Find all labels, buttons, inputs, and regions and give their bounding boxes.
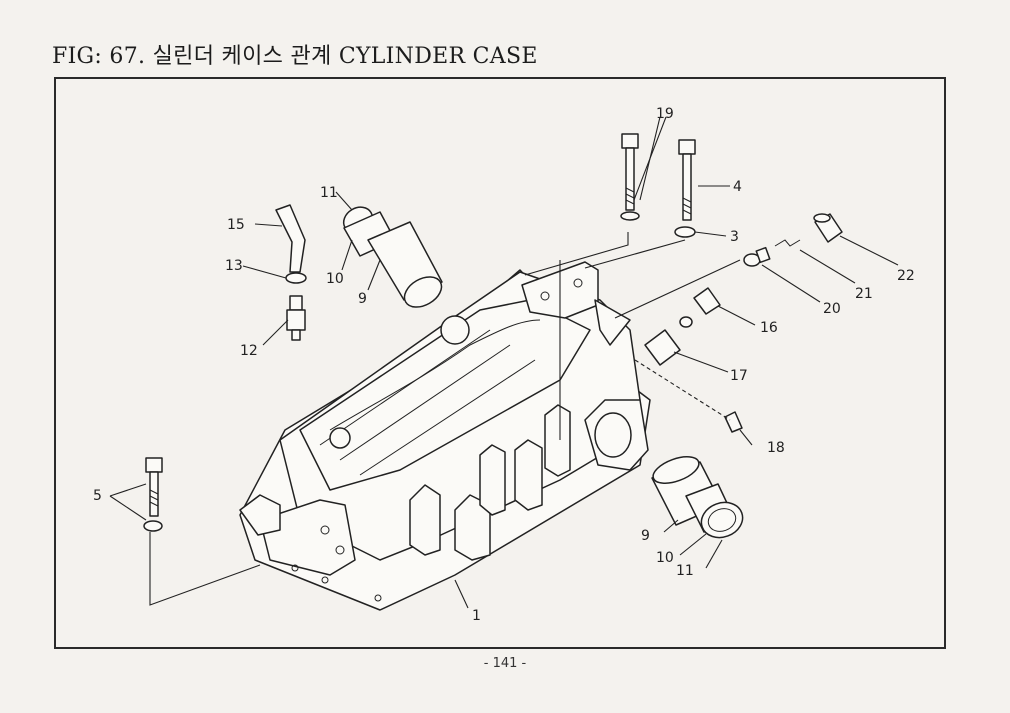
- plug-part-16: [693, 287, 721, 315]
- ring-part-11-lower: [700, 501, 744, 539]
- nut-part-18: [724, 411, 743, 433]
- label-part-16: 16: [760, 320, 778, 336]
- label-part-17: 17: [730, 368, 748, 384]
- label-part-13: 13: [225, 258, 243, 274]
- spring-part-21: [774, 239, 801, 247]
- oring-part-17-ring: [679, 316, 693, 328]
- diagram-frame: [54, 77, 946, 649]
- plug-part-20: [743, 246, 771, 267]
- label-part-9-upper: 9: [358, 291, 367, 307]
- label-part-19: 19: [656, 106, 674, 122]
- nipple-part-12: [286, 295, 306, 341]
- label-part-5: 5: [93, 488, 102, 504]
- label-part-11-lower: 11: [676, 563, 694, 579]
- tube-part-9-upper: [367, 221, 443, 308]
- cylinder-case-body: [239, 261, 651, 611]
- cap-part-22: [813, 213, 843, 243]
- label-part-10-lower: 10: [656, 550, 674, 566]
- label-part-22: 22: [897, 268, 915, 284]
- label-part-4: 4: [733, 179, 742, 195]
- bolt-part-19: [620, 133, 640, 221]
- figure-title: FIG: 67. 실린더 케이스 관계 CYLINDER CASE: [52, 44, 538, 69]
- bolt-part-4: [678, 139, 696, 221]
- label-part-1: 1: [472, 608, 481, 624]
- leader-lines: [109, 116, 899, 609]
- label-part-10-upper: 10: [326, 271, 344, 287]
- washer-part-3: [674, 226, 696, 238]
- fitting-part-17: [644, 329, 681, 366]
- bolt-part-5: [143, 457, 163, 532]
- label-part-20: 20: [823, 301, 841, 317]
- label-part-21: 21: [855, 286, 873, 302]
- page-number: - 141 -: [483, 656, 527, 671]
- label-part-3: 3: [730, 229, 739, 245]
- label-part-11-upper: 11: [320, 185, 338, 201]
- label-part-15: 15: [227, 217, 245, 233]
- clamp-part-13: [285, 272, 307, 284]
- hose-part-15: [275, 204, 306, 273]
- label-part-9-lower: 9: [641, 528, 650, 544]
- label-part-18: 18: [767, 440, 785, 456]
- label-part-12: 12: [240, 343, 258, 359]
